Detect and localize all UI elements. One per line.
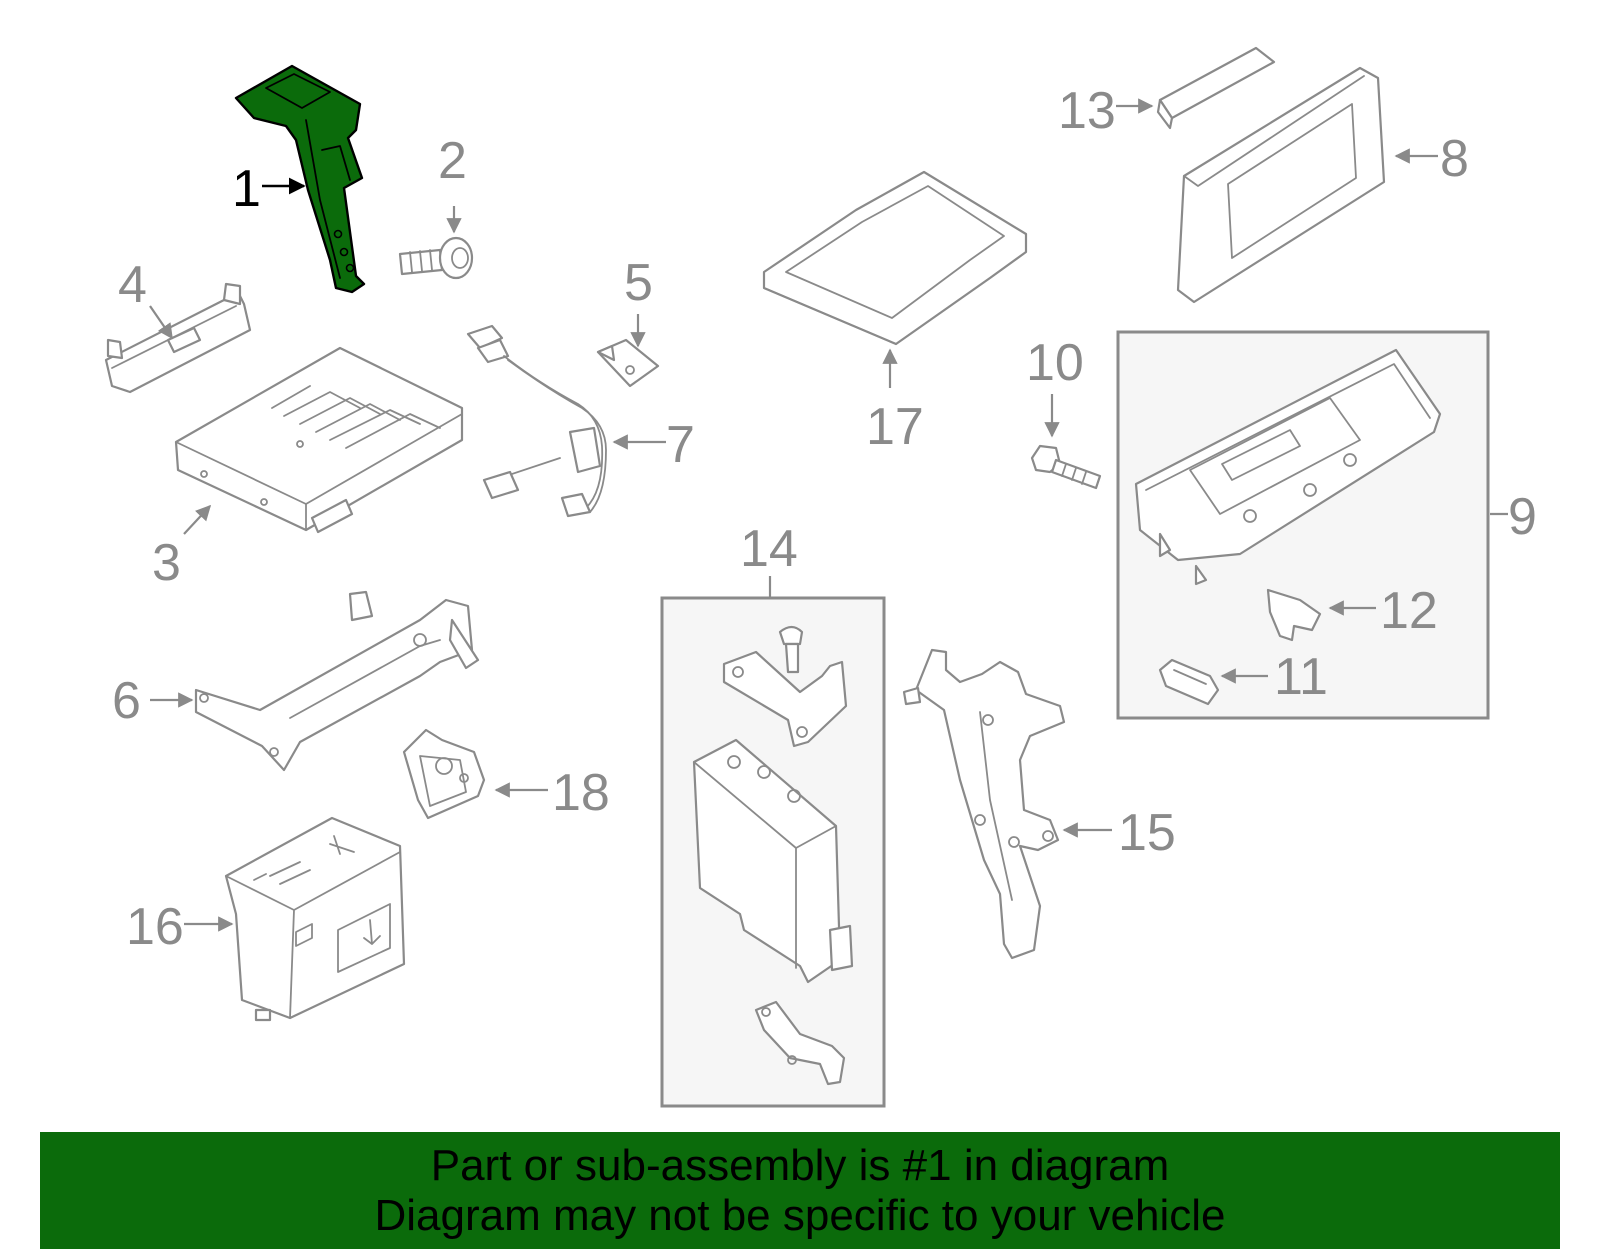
callout-13: 13 [1058, 82, 1116, 140]
part-9-control-panel[interactable] [1134, 348, 1442, 586]
callout-14: 14 [740, 520, 798, 578]
callout-16: 16 [126, 898, 184, 956]
callout-5: 5 [624, 254, 653, 312]
leader-3 [183, 504, 212, 535]
banner-line-1: Part or sub-assembly is #1 in diagram [430, 1140, 1170, 1190]
callout-17: 17 [866, 398, 924, 456]
callout-4: 4 [118, 256, 147, 314]
callout-7: 7 [666, 416, 695, 474]
part-7-harness[interactable] [466, 324, 607, 518]
callout-18: 18 [552, 764, 610, 822]
banner-line-2: Diagram may not be specific to your vehi… [374, 1190, 1226, 1240]
callout-3: 3 [152, 534, 181, 592]
part-1-highlighted[interactable] [234, 64, 366, 294]
callout-2: 2 [438, 132, 467, 190]
part-13-trim[interactable] [1156, 46, 1276, 130]
callout-6: 6 [112, 672, 141, 730]
callout-1: 1 [232, 160, 261, 218]
part-18-bracket[interactable] [402, 728, 486, 820]
callout-10: 10 [1026, 334, 1084, 392]
part-8-display[interactable] [1176, 66, 1386, 304]
part-16-module[interactable] [224, 816, 406, 1022]
part-15-bracket[interactable] [902, 648, 1066, 960]
part-2-bolt[interactable] [398, 236, 474, 280]
part-14-assembly[interactable] [692, 625, 854, 1086]
callout-12: 12 [1380, 582, 1438, 640]
callout-8: 8 [1440, 130, 1469, 188]
part-17-card[interactable] [762, 170, 1028, 346]
part-6-bracket[interactable] [194, 590, 480, 772]
part-3-module[interactable] [174, 346, 464, 534]
part-4-bracket[interactable] [104, 282, 252, 394]
part-5-clip[interactable] [596, 338, 660, 388]
part-11-clip[interactable] [1158, 658, 1220, 706]
callout-9: 9 [1508, 488, 1537, 546]
callout-15: 15 [1118, 804, 1176, 862]
part-12-clip[interactable] [1266, 588, 1322, 642]
part-10-bolt[interactable] [1030, 444, 1102, 490]
callout-11: 11 [1274, 648, 1328, 706]
info-banner: Part or sub-assembly is #1 in diagram Di… [40, 1132, 1560, 1249]
leader-4 [149, 305, 173, 340]
